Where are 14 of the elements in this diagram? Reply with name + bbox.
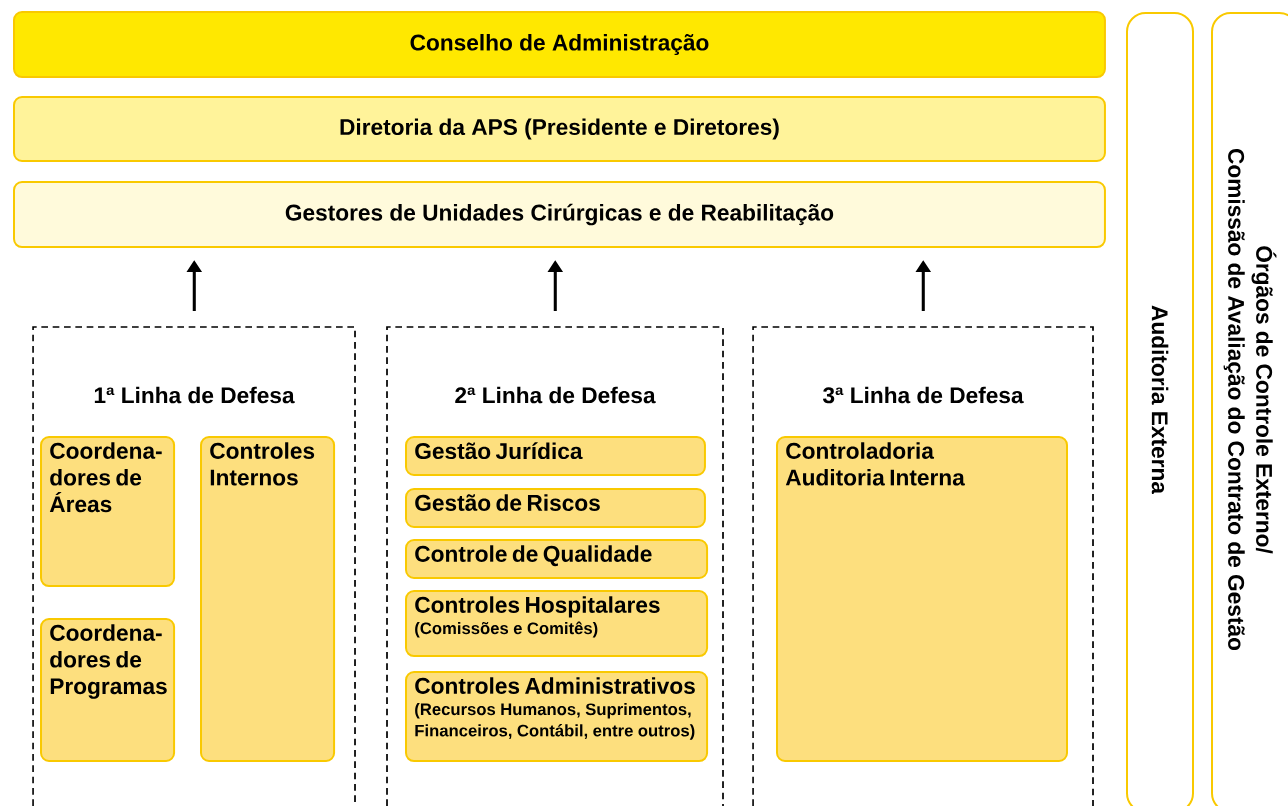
item-box: Gestão Jurídica — [405, 436, 706, 476]
item-box: Gestão de Riscos — [405, 488, 706, 528]
item-box: Controles Hospitalares (Comissões e Comitês) — [405, 590, 709, 658]
header-band: Conselho de Administração — [13, 11, 1106, 79]
item-box: Controles Internos — [200, 436, 336, 762]
header-band: Diretoria da APS (Presidente e Diretores) — [13, 96, 1106, 162]
header-band: Gestores de Unidades Cirúrgicas e de Reabilitação — [13, 181, 1106, 249]
item-box: Coordena-dores de Áreas — [40, 436, 176, 588]
vertical-panel: Órgãos de Controle Externo/ Comissão de Avaliação do Contrato de Gestão — [1211, 12, 1288, 806]
item-box: Controladoria Auditoria Interna — [776, 436, 1068, 762]
item-box: Controle de Qualidade — [405, 539, 709, 579]
vertical-panel: Auditoria Externa — [1126, 12, 1194, 806]
item-box: Controles Administrativos (Recursos Humanos, Suprimentos, Financeiros, Contábil, entre outros) — [405, 671, 709, 763]
item-box: Coordena-dores de Programas — [40, 618, 176, 762]
